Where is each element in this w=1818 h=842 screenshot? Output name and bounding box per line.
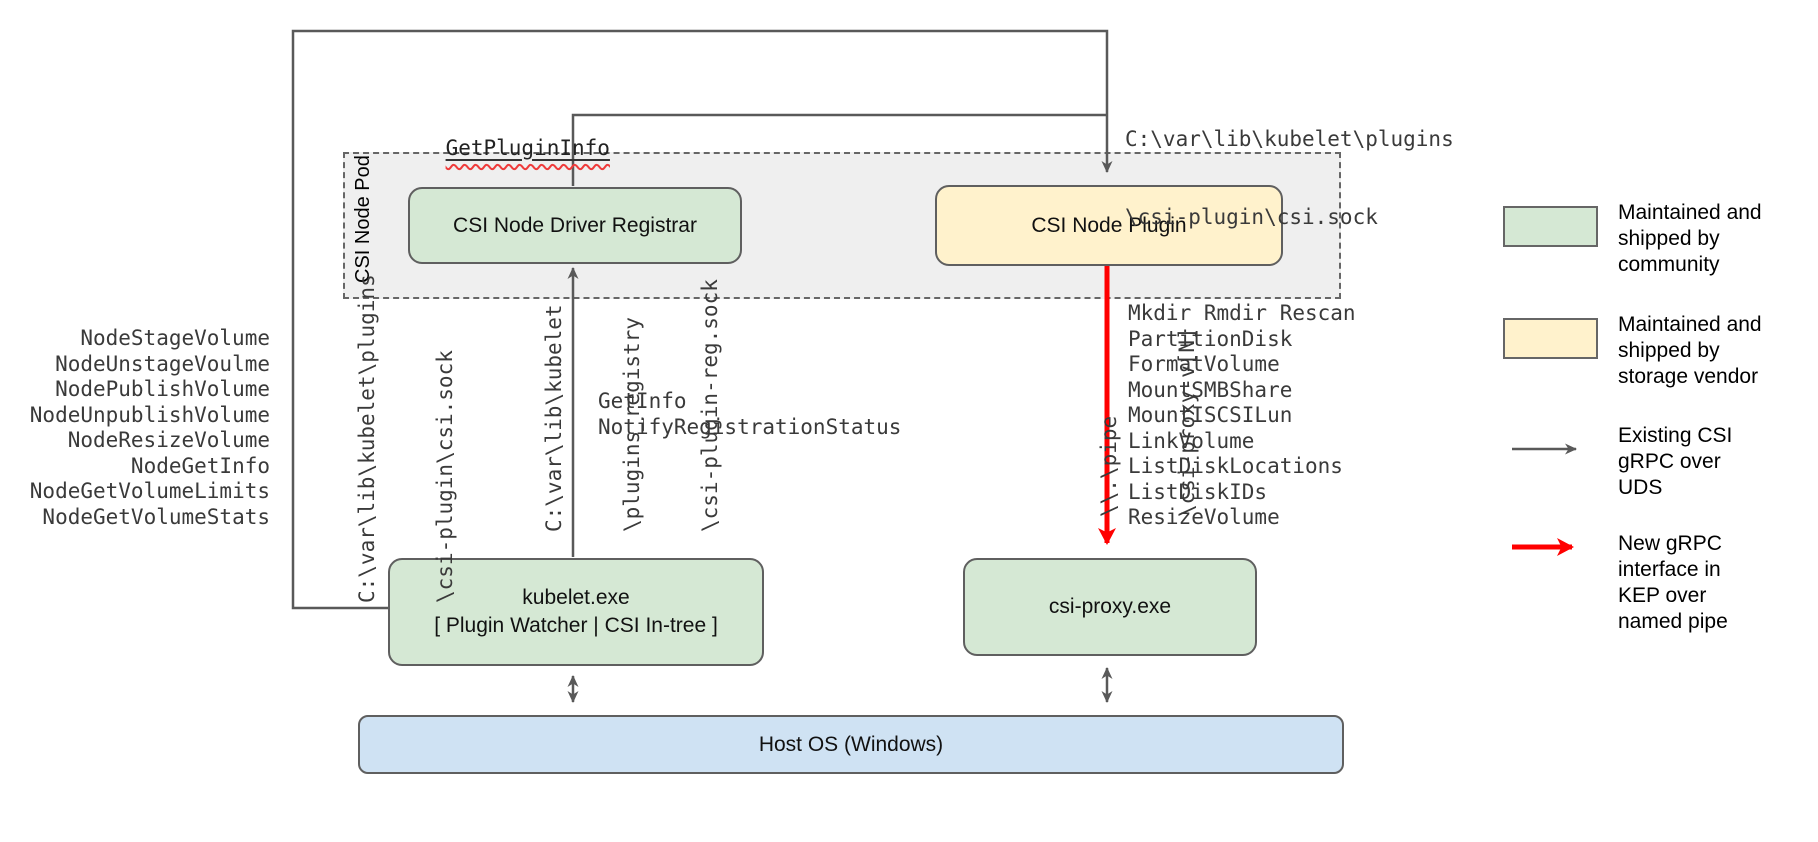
method-item: NodeGetInfo [130,453,270,478]
legend-line: Existing CSI [1618,424,1733,447]
csi-node-plugin-box: CSI Node Plugin [935,185,1283,266]
getplugininfo-label: GetPluginInfo [445,135,610,160]
legend-line: UDS [1618,476,1663,499]
method-item: NodeGetVolumeStats [42,504,270,529]
host-os-label: Host OS (Windows) [758,732,944,756]
method-item: NodePublishVolume [55,377,270,401]
legend-community-swatch-icon [1503,206,1598,247]
registrar-getplugininfo-line [571,113,1107,186]
csi-proxy-label: csi-proxy.exe [1048,595,1172,618]
method-item: ListDiskIDs [1128,479,1268,504]
method-item: FormatVolume [1128,352,1280,376]
legend-new-grpc-text: New gRPC interface in KEP over named pipe [1618,531,1728,635]
kubelet-label-line2: [ Plugin Watcher | CSI In-tree ] [434,614,718,637]
kubelet-label-line1: kubelet.exe [522,586,630,609]
csi-sock-path-label: C:\var\lib\kubelet\plugins \csi-plugin\c… [1125,127,1454,229]
method-item: PartitionDisk [1128,326,1293,351]
legend-line: community [1618,253,1720,276]
legend-line: New gRPC [1618,532,1722,555]
legend-line: named pipe [1618,610,1728,633]
csi-node-pod-label: CSI Node Pod [352,155,374,283]
legend-line: gRPC over [1618,450,1721,473]
method-item: ListDiskLocations [1128,454,1343,478]
kubelet-box: kubelet.exe [ Plugin Watcher | CSI In-tr… [388,558,764,666]
csi-node-driver-registrar-box: CSI Node Driver Registrar [408,187,742,264]
legend-vendor-text: Maintained and shipped by storage vendor [1618,312,1762,390]
method-item: NodeUnstageVoulme [55,351,270,376]
legend-line: storage vendor [1618,365,1759,388]
legend-vendor-swatch-icon [1503,318,1598,359]
method-item: NodeStageVolume [80,326,270,350]
host-os-box: Host OS (Windows) [358,715,1344,774]
method-item: NodeGetVolumeLimits [29,479,270,503]
legend-line: shipped by [1618,227,1720,250]
method-item: ResizeVolume [1128,505,1280,529]
legend-community-text: Maintained and shipped by community [1618,200,1762,278]
legend-line: shipped by [1618,339,1720,362]
csi-node-plugin-label: CSI Node Plugin [1031,213,1187,237]
named-pipe-vertical-label: \\.\pipe \csi-proxy-v[N] [1097,327,1199,517]
legend-line: Maintained and [1618,313,1762,336]
plugin-reg-sock-vertical-label: C:\var\lib\kubelet \plugins_registry \cs… [542,279,722,532]
csi-node-driver-registrar-label: CSI Node Driver Registrar [453,213,697,237]
legend-line: Maintained and [1618,201,1762,224]
csi-proxy-box: csi-proxy.exe [963,558,1257,656]
method-item: GetInfo [598,389,687,413]
method-item: NotifyRegistrationStatus [598,414,902,439]
legend-line: interface in [1618,558,1721,581]
kubelet-to-plugin-csi-sock-line [291,29,1113,610]
method-item: LinkVolume [1128,428,1255,453]
method-item: NodeResizeVolume [67,428,270,452]
legend-line: KEP over [1618,584,1707,607]
csi-sock-vertical-label: C:\var\lib\kubelet\plugins \csi-plugin\c… [355,274,457,603]
method-item: Mkdir Rmdir Rescan [1128,301,1356,325]
method-item: NodeUnpublishVolume [29,402,270,427]
method-item: MountISCSILun [1128,403,1293,427]
method-item: MountSMBShare [1128,377,1293,402]
